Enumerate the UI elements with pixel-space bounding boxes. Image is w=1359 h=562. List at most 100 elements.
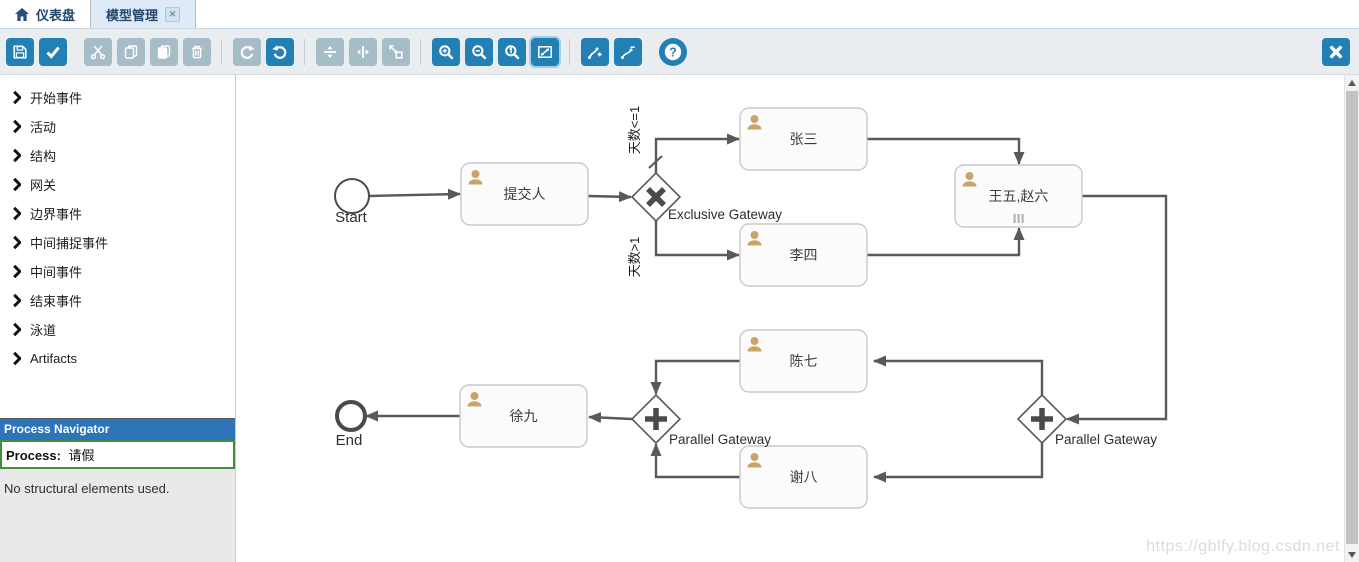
palette-item-5[interactable]: 中间捕捉事件 [0, 228, 235, 257]
add-bendpoint-button[interactable] [580, 37, 609, 66]
process-navigator-body: No structural elements used. [0, 469, 235, 562]
same-size-button[interactable] [381, 37, 410, 66]
multi-instance-marker [1021, 214, 1024, 223]
gateway-label: Parallel Gateway [1055, 432, 1157, 447]
user-icon-body [962, 181, 977, 187]
end-event[interactable]: End [335, 400, 367, 449]
palette-item-4[interactable]: 边界事件 [0, 199, 235, 228]
zoom-out-button[interactable] [464, 37, 493, 66]
undo-icon [271, 44, 286, 59]
user-icon [750, 115, 759, 123]
tab-model-management[interactable]: 模型管理 ✕ [90, 0, 197, 28]
cut-button[interactable] [83, 37, 112, 66]
flow-gateway-lisi[interactable] [654, 221, 740, 261]
zoom-fit-icon [537, 45, 552, 58]
event-label: Start [335, 209, 368, 226]
palette-item-label: 边界事件 [30, 207, 83, 222]
delete-button[interactable] [182, 37, 211, 66]
chevron-right-icon [13, 149, 21, 162]
redo-icon [240, 44, 255, 59]
align-vertical-button[interactable] [348, 37, 377, 66]
chevron-right-icon [13, 323, 21, 336]
palette-item-1[interactable]: 活动 [0, 112, 235, 141]
copy-button[interactable] [116, 37, 145, 66]
task-label: 张三 [790, 131, 818, 147]
user-icon-body [468, 179, 483, 185]
flow-gateway-zhangsan[interactable] [654, 133, 740, 173]
paste-button[interactable] [149, 37, 178, 66]
parallel-gateway-split[interactable]: Parallel Gateway [1016, 393, 1157, 447]
task-xieba[interactable]: 谢八 [739, 445, 868, 509]
flow-tijiaoren-gateway[interactable] [587, 191, 632, 203]
palette-item-label: 开始事件 [30, 91, 83, 106]
flow-lisi-wangwu[interactable] [867, 227, 1025, 257]
palette-item-3[interactable]: 网关 [0, 170, 235, 199]
palette-item-2[interactable]: 结构 [0, 141, 235, 170]
task-xujiu[interactable]: 徐九 [459, 384, 588, 448]
gateway-label: Exclusive Gateway [668, 207, 782, 222]
vertical-scrollbar[interactable] [1344, 75, 1359, 562]
chevron-right-icon [13, 178, 21, 191]
add-bendpoint-icon [587, 47, 602, 59]
process-label: Process: [6, 448, 61, 463]
tab-close-icon[interactable]: ✕ [165, 6, 181, 22]
event-label: End [336, 432, 363, 449]
task-tijiaoren[interactable]: 提交人 [460, 162, 589, 226]
help-button[interactable]: ? [658, 37, 687, 66]
palette-item-0[interactable]: 开始事件 [0, 83, 235, 112]
process-navigator-selected-process[interactable]: Process: 请假 [0, 440, 235, 469]
copy-icon [124, 44, 137, 59]
save-icon [12, 44, 27, 59]
user-icon [750, 231, 759, 239]
chevron-right-icon [13, 265, 21, 278]
palette-item-6[interactable]: 中间事件 [0, 257, 235, 286]
exclusive-gateway[interactable]: Exclusive Gateway [630, 171, 782, 223]
undo-button[interactable] [265, 37, 294, 66]
task-chenqi[interactable]: 陈七 [739, 329, 868, 393]
task-lisi[interactable]: 李四 [739, 223, 868, 287]
flow-join-xujiu[interactable] [588, 412, 633, 424]
task-wangwu-zhaoliu[interactable]: 王五,赵六 [954, 164, 1083, 228]
align-vertical-icon [356, 45, 369, 58]
chevron-right-icon [13, 91, 21, 104]
flow-parallel-xieba[interactable] [873, 443, 1044, 483]
start-event[interactable]: Start [334, 178, 370, 226]
flow-condition-label-1: 天数>1 [627, 237, 642, 278]
flow-parallel-chenqi[interactable] [873, 355, 1044, 395]
zoom-fit-button[interactable] [528, 35, 561, 68]
remove-bendpoint-button[interactable] [613, 37, 642, 66]
scroll-up-button[interactable] [1345, 75, 1359, 90]
validate-button[interactable] [38, 37, 67, 66]
flow-wangwu-parallel[interactable] [1066, 194, 1168, 425]
task-label: 陈七 [790, 353, 818, 369]
parallel-gateway-join[interactable]: Parallel Gateway [630, 393, 771, 447]
palette-item-9[interactable]: Artifacts [0, 344, 235, 373]
task-label: 王五,赵六 [989, 188, 1049, 204]
align-horizontal-button[interactable] [315, 37, 344, 66]
close-editor-button[interactable] [1322, 37, 1350, 66]
editor-toolbar: ? [0, 29, 1359, 75]
zoom-out-icon [471, 44, 486, 59]
process-navigator-header: Process Navigator [0, 418, 235, 440]
scrollbar-thumb[interactable] [1346, 91, 1358, 544]
flow-zhangsan-wangwu[interactable] [867, 137, 1025, 165]
flow-xieba-join[interactable] [650, 443, 740, 479]
redo-button[interactable] [232, 37, 261, 66]
task-zhangsan[interactable]: 张三 [739, 107, 868, 171]
scroll-down-button[interactable] [1345, 547, 1359, 562]
flow-chenqi-join[interactable] [650, 359, 740, 395]
navigator-empty-message: No structural elements used. [4, 481, 170, 496]
palette-item-7[interactable]: 结束事件 [0, 286, 235, 315]
palette-item-8[interactable]: 泳道 [0, 315, 235, 344]
palette-item-label: 结构 [30, 149, 57, 164]
flow-start-tijiaoren[interactable] [368, 188, 461, 200]
user-icon [965, 172, 974, 180]
zoom-actual-button[interactable] [497, 37, 526, 66]
zoom-in-button[interactable] [431, 37, 460, 66]
zoom-actual-icon [504, 44, 519, 59]
tab-dashboard[interactable]: 仪表盘 [0, 0, 90, 28]
remove-bendpoint-icon [620, 45, 635, 59]
save-button[interactable] [5, 37, 34, 66]
